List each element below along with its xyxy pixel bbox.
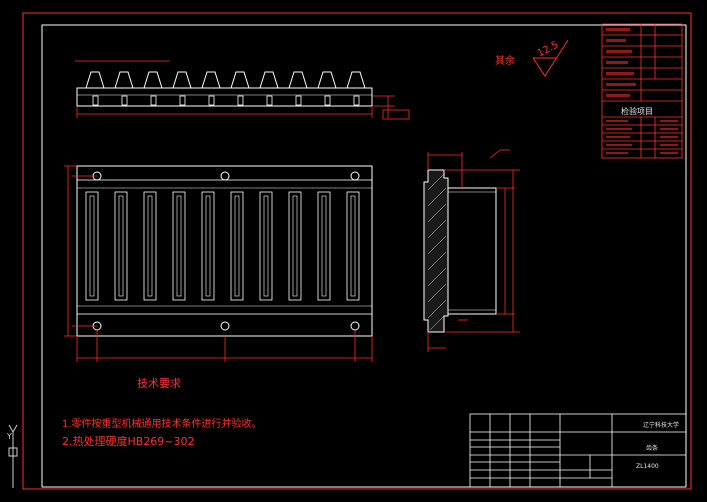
rack-top-dimensions <box>64 165 373 362</box>
rack-top-view <box>76 165 373 337</box>
tech-requirement-1: 1.零件按重型机械通用技术条件进行并验收。 <box>62 419 262 430</box>
parameter-table-fill <box>606 28 678 154</box>
rack-side-section <box>423 169 497 333</box>
ucs-icon <box>8 424 18 488</box>
roughness-symbol <box>532 39 569 77</box>
tech-requirements-title: 技术要求 <box>137 377 181 390</box>
gear-parameter-table <box>601 23 683 159</box>
title-block-part-name: 齿条 <box>646 445 659 452</box>
tech-requirement-2: 2.热处理硬度HB269~302 <box>62 435 195 448</box>
title-block-school: 辽宁科技大学 <box>643 422 680 429</box>
title-block-drawing-code: ZL1400 <box>636 463 659 470</box>
roughness-label: 其余 <box>495 56 515 67</box>
rack-side-dimensions <box>427 149 520 352</box>
rack-front-dimensions <box>75 60 410 120</box>
outer-border <box>22 12 692 490</box>
inner-border <box>41 24 687 488</box>
rack-front-view <box>76 71 373 107</box>
inspection-title: 检验项目 <box>621 107 653 116</box>
ucs-y-label: Y <box>7 432 12 441</box>
title-block <box>469 413 687 488</box>
